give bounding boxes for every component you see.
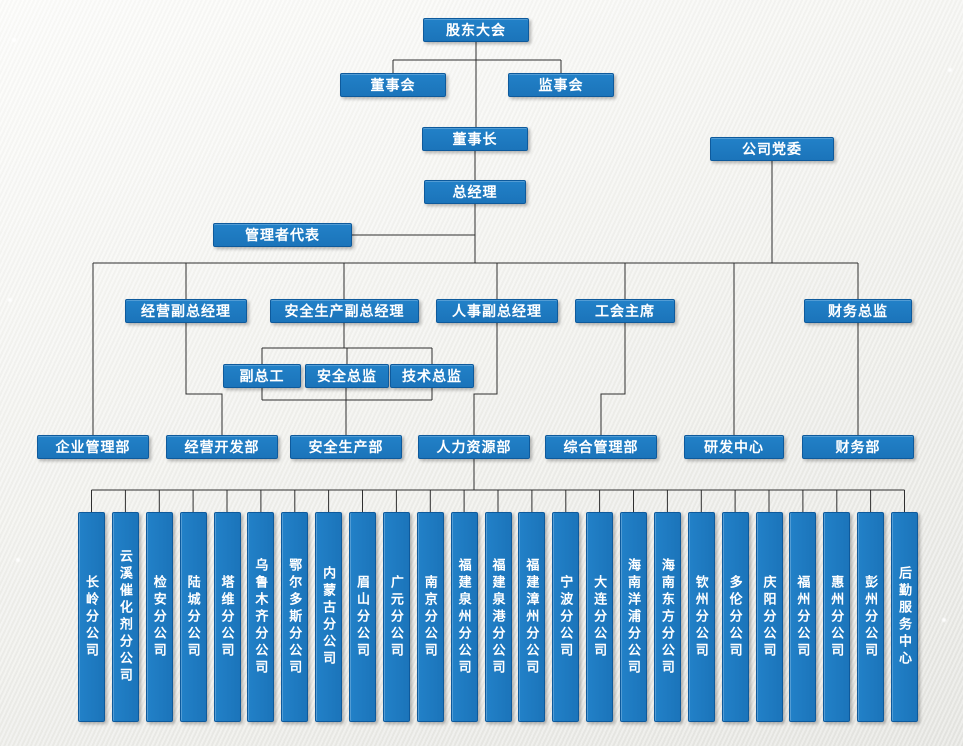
- branch-node-lucheng: 陆城分公司: [179, 512, 207, 722]
- node-board-of-directors: 董事会: [340, 73, 446, 97]
- branch-node-urumqi: 乌鲁木齐分公司: [247, 512, 275, 722]
- branch-node-fuzhou: 福州分公司: [789, 512, 817, 722]
- node-general-manager: 总经理: [424, 180, 526, 204]
- branch-node-duolun: 多伦分公司: [721, 512, 749, 722]
- branch-node-dalian: 大连分公司: [586, 512, 614, 722]
- branch-node-guangyuan: 广元分公司: [382, 512, 410, 722]
- node-finance-dept: 财务部: [802, 435, 914, 459]
- node-rd-center: 研发中心: [684, 435, 784, 459]
- branch-node-fujian-zhangzhou: 福建漳州分公司: [518, 512, 546, 722]
- node-management-representative: 管理者代表: [213, 223, 352, 247]
- node-finance-director: 财务总监: [804, 299, 912, 323]
- node-safety-director: 安全总监: [305, 364, 389, 388]
- branch-node-changling: 长岭分公司: [78, 512, 105, 722]
- branch-node-tawei: 塔维分公司: [213, 512, 241, 722]
- node-general-management-dept: 综合管理部: [545, 435, 657, 459]
- branch-node-logistics-service-center: 后勤服务中心: [891, 512, 918, 722]
- branch-company-row: 长岭分公司 云溪催化剂分公司 检安分公司 陆城分公司 塔维分公司 乌鲁木齐分公司…: [78, 512, 918, 722]
- branch-node-hainan-yangpu: 海南洋浦分公司: [620, 512, 647, 722]
- node-deputy-gm-hr: 人事副总经理: [436, 299, 558, 323]
- branch-node-fujian-quanzhou: 福建泉州分公司: [450, 512, 478, 722]
- branch-node-fujian-quangang: 福建泉港分公司: [484, 512, 512, 722]
- node-deputy-gm-safety: 安全生产副总经理: [270, 299, 419, 323]
- branch-node-yunxi-catalyst: 云溪催化剂分公司: [111, 512, 139, 722]
- branch-node-ordos: 鄂尔多斯分公司: [281, 512, 309, 722]
- node-technical-director: 技术总监: [390, 364, 474, 388]
- branch-node-meishan: 眉山分公司: [349, 512, 376, 722]
- node-shareholders-meeting: 股东大会: [423, 18, 529, 42]
- branch-node-huizhou: 惠州分公司: [823, 512, 851, 722]
- node-party-committee: 公司党委: [710, 137, 834, 161]
- node-deputy-gm-operations: 经营副总经理: [125, 299, 247, 323]
- node-enterprise-management-dept: 企业管理部: [37, 435, 149, 459]
- branch-node-jianan: 检安分公司: [145, 512, 173, 722]
- node-chairman: 董事长: [422, 127, 528, 151]
- node-deputy-chief-engineer: 副总工: [223, 364, 301, 388]
- branch-node-qinzhou: 钦州分公司: [687, 512, 715, 722]
- node-human-resources-dept: 人力资源部: [418, 435, 530, 459]
- node-supervisory-board: 监事会: [508, 73, 614, 97]
- branch-node-hainan-dongfang: 海南东方分公司: [653, 512, 681, 722]
- branch-node-pengzhou: 彭州分公司: [857, 512, 885, 722]
- node-safety-production-dept: 安全生产部: [290, 435, 402, 459]
- branch-node-ningbo: 宁波分公司: [552, 512, 580, 722]
- branch-node-qingyang: 庆阳分公司: [755, 512, 783, 722]
- node-union-chairman: 工会主席: [575, 299, 675, 323]
- node-business-development-dept: 经营开发部: [166, 435, 278, 459]
- branch-node-nanjing: 南京分公司: [416, 512, 444, 722]
- branch-node-inner-mongolia: 内蒙古分公司: [315, 512, 343, 722]
